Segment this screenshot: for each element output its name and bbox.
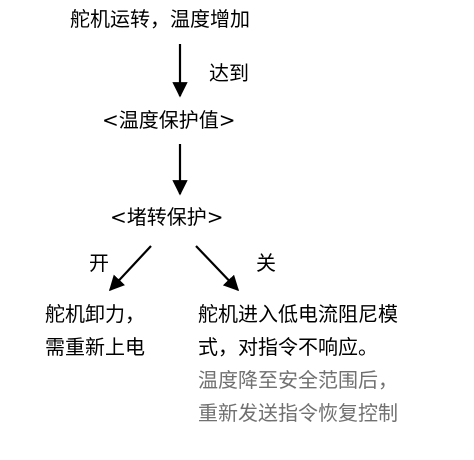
- edge-label-reach: 达到: [209, 61, 249, 85]
- edge-label-off: 关: [256, 251, 276, 275]
- arrow-stall-to-off: [195, 245, 240, 292]
- outcome-off: 舵机进入低电流阻尼模 式，对指令不响应。 温度降至安全范围后， 重新发送指令恢复…: [198, 298, 398, 430]
- arrow-stall-to-on: [108, 245, 152, 292]
- node-stall-protection: <堵转保护>: [110, 205, 224, 229]
- outcome-on-line-1: 舵机卸力，: [45, 302, 145, 326]
- outcome-off-line-2: 式，对指令不响应。: [198, 335, 378, 359]
- outcome-on-line-2: 需重新上电: [45, 335, 145, 359]
- outcome-off-note-line-2: 重新发送指令恢复控制: [198, 401, 398, 425]
- node-temperature-threshold: <温度保护值>: [102, 108, 236, 132]
- outcome-off-note-line-1: 温度降至安全范围后，: [198, 368, 398, 392]
- outcome-off-line-1: 舵机进入低电流阻尼模: [198, 302, 398, 326]
- outcome-on: 舵机卸力， 需重新上电: [20, 298, 170, 364]
- node-start: 舵机运转，温度增加: [70, 7, 250, 31]
- edge-label-on: 开: [89, 251, 109, 275]
